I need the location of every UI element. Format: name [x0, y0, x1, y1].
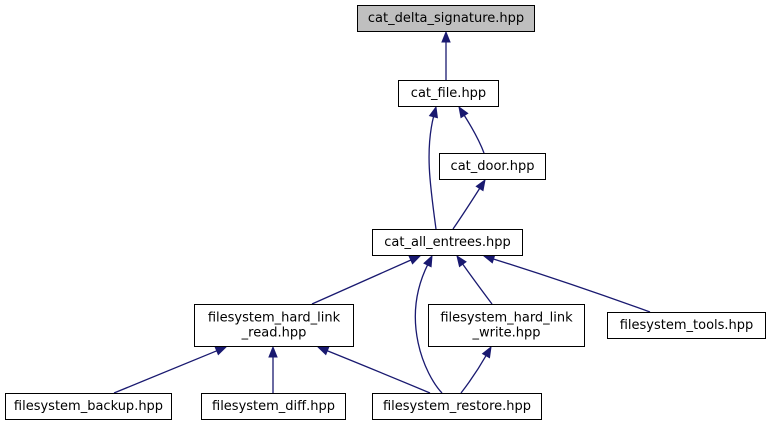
edge-line [326, 349, 431, 394]
edge-filesystem_restore-to-filesystem_hard_link_write [460, 345, 492, 394]
node-filesystem_tools[interactable]: filesystem_tools.hpp [607, 312, 766, 339]
arrowhead-icon [316, 346, 330, 356]
arrowhead-icon [456, 254, 467, 268]
node-label: filesystem_hard_link [440, 311, 573, 326]
node-label: filesystem_backup.hpp [14, 399, 163, 414]
node-box [372, 393, 542, 420]
node-label: filesystem_restore.hpp [383, 399, 531, 414]
node-box [607, 312, 766, 339]
node-filesystem_diff[interactable]: filesystem_diff.hpp [201, 393, 346, 420]
node-box [194, 304, 354, 347]
edge-filesystem_hard_link_write-to-cat_all_entrees [456, 254, 493, 305]
node-box [5, 393, 172, 420]
edge-line [463, 114, 485, 154]
edge-filesystem_diff-to-filesystem_hard_link_read [268, 345, 278, 393]
node-label: filesystem_tools.hpp [620, 318, 754, 333]
node-box [398, 80, 499, 107]
arrowhead-icon [268, 345, 278, 358]
node-filesystem_hard_link_write[interactable]: filesystem_hard_link_write.hpp [428, 304, 585, 347]
edge-filesystem_restore-to-filesystem_hard_link_read [316, 346, 431, 394]
arrowhead-icon [475, 178, 486, 192]
arrowhead-icon [428, 105, 438, 119]
edge-line [460, 354, 488, 394]
node-box [357, 5, 535, 32]
edge-line [492, 258, 651, 313]
node-label: _write.hpp [471, 326, 540, 341]
edge-line [452, 187, 481, 230]
node-filesystem_backup[interactable]: filesystem_backup.hpp [5, 393, 172, 420]
edge-line [311, 259, 413, 305]
edge-line [461, 262, 493, 305]
node-filesystem_restore[interactable]: filesystem_restore.hpp [372, 393, 542, 420]
arrowhead-icon [408, 255, 422, 265]
arrowhead-icon [423, 254, 433, 268]
node-label: cat_delta_signature.hpp [368, 11, 524, 26]
node-label: cat_file.hpp [411, 86, 486, 101]
node-label: filesystem_diff.hpp [212, 399, 335, 414]
edge-filesystem_backup-to-filesystem_hard_link_read [113, 346, 228, 394]
node-box [439, 153, 546, 180]
node-cat_file[interactable]: cat_file.hpp [398, 80, 499, 107]
arrowhead-icon [441, 30, 451, 43]
edge-cat_file-to-cat_delta_signature [441, 30, 451, 80]
node-box [428, 304, 585, 347]
edge-filesystem_restore-to-cat_all_entrees [414, 254, 443, 394]
edge-filesystem_tools-to-cat_all_entrees [482, 254, 651, 313]
node-filesystem_hard_link_read[interactable]: filesystem_hard_link_read.hpp [194, 304, 354, 347]
edge-cat_all_entrees-to-cat_door [452, 178, 486, 230]
edge-line [428, 115, 437, 230]
node-cat_door[interactable]: cat_door.hpp [439, 153, 546, 180]
node-label: cat_door.hpp [451, 159, 535, 174]
edge-cat_door-to-cat_file [458, 105, 485, 154]
node-box [201, 393, 346, 420]
node-label: filesystem_hard_link [208, 311, 341, 326]
arrowhead-icon [458, 105, 469, 119]
arrowhead-icon [481, 345, 492, 359]
edge-line [113, 349, 218, 394]
nodes-layer: cat_delta_signature.hpp cat_file.hpp cat_d… [5, 5, 766, 420]
node-cat_all_entrees[interactable]: cat_all_entrees.hpp [372, 229, 523, 256]
edge-line [414, 263, 443, 394]
edge-cat_all_entrees-to-cat_file [428, 105, 438, 230]
edge-filesystem_hard_link_read-to-cat_all_entrees [311, 255, 422, 305]
arrowhead-icon [482, 254, 496, 264]
node-label: cat_all_entrees.hpp [384, 235, 510, 250]
node-cat_delta_signature: cat_delta_signature.hpp [357, 5, 535, 32]
node-box [372, 229, 523, 256]
arrowhead-icon [214, 346, 228, 356]
node-label: _read.hpp [241, 326, 307, 341]
edges-layer [113, 30, 651, 394]
